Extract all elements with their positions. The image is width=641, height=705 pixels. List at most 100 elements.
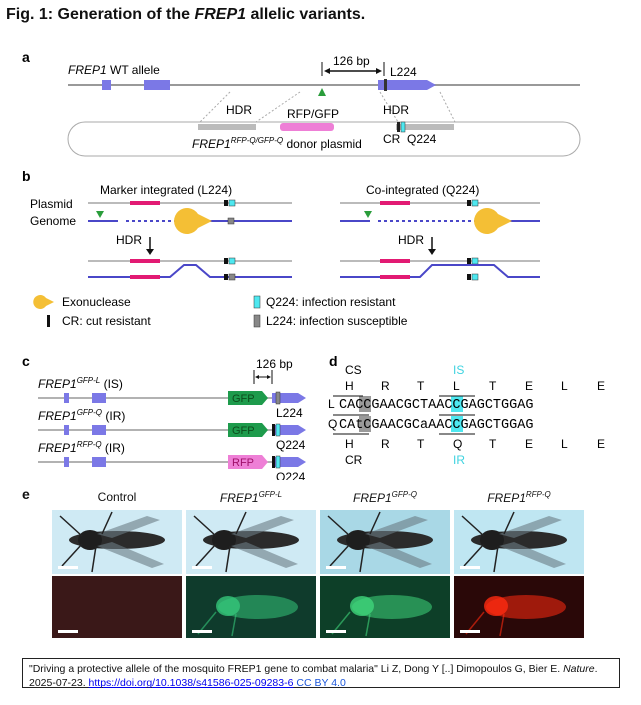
amino-acid: E <box>597 437 605 451</box>
left-title: Marker integrated (L224) <box>100 183 232 197</box>
c-row: FREP1RFP-Q (IR) RFP Q224 <box>38 440 306 480</box>
cr-label: CR <box>383 132 401 146</box>
mosquito-fluorescence-photo <box>454 576 584 638</box>
distance-126bp: 126 bp <box>333 54 370 68</box>
e-column-label: Control <box>97 490 137 504</box>
allele-label: Q224 <box>276 438 306 452</box>
legend-exonuclease: Exonuclease <box>62 295 131 309</box>
amino-acid: R <box>381 379 390 393</box>
exon-3 <box>378 80 436 90</box>
genome-row-label: Genome <box>30 214 76 228</box>
seq-l: CACCGAACGCTAACCGAGCTGGAG <box>339 398 533 413</box>
amino-acid: L <box>561 437 568 451</box>
is-label: IS <box>453 363 464 377</box>
panel-e: e Control FREP1GFP-L FREP1GFP-Q FREP1RFP-Q <box>0 484 641 644</box>
right-title: Co-integrated (Q224) <box>366 183 479 197</box>
marker-cassette <box>228 423 268 437</box>
cs-label: CS <box>345 363 362 377</box>
cr-icon <box>47 315 50 327</box>
exon <box>64 425 69 435</box>
mosquito-brightfield-photo <box>454 510 584 574</box>
doi-link[interactable]: https://doi.org/10.1038/s41586-025-09283… <box>88 677 294 689</box>
exon-3 <box>272 425 306 435</box>
exon-3 <box>272 457 306 467</box>
panel-a-letter: a <box>22 49 30 65</box>
amino-acid: L <box>453 379 460 393</box>
seq-q: CAtCGAACGCaAACCGAGCTGGAG <box>339 418 533 433</box>
cr-highlight <box>359 416 371 432</box>
amino-acid: E <box>525 379 533 393</box>
panel-b: b Marker integrated (L224) Co-integrated… <box>22 168 540 328</box>
c-row-label: FREP1RFP-Q (IR) <box>38 440 125 455</box>
exon <box>64 457 69 467</box>
allele-label: Q224 <box>276 470 306 480</box>
e-column-label: FREP1GFP-L <box>219 490 283 505</box>
q224-label: Q224 <box>407 132 437 146</box>
cr-seq-label: CR <box>345 453 363 467</box>
plasmid-label: FREP1RFP-Q/GFP-Q donor plasmid <box>192 136 362 151</box>
legend-cr: CR: cut resistant <box>62 314 151 328</box>
marker-cassette <box>280 123 334 131</box>
mosquito-brightfield-photo <box>320 510 450 574</box>
marker-cassette <box>228 391 268 405</box>
amino-acid: T <box>417 379 425 393</box>
cs-highlight <box>359 396 371 412</box>
ir-highlight <box>451 416 463 432</box>
donor-plasmid <box>67 121 581 157</box>
l224-label: L224 <box>390 65 417 79</box>
legend-q224: Q224: infection resistant <box>266 295 396 309</box>
amino-acid: T <box>489 437 497 451</box>
citation-caption: "Driving a protective allele of the mosq… <box>22 658 620 689</box>
mosquito-brightfield-photo <box>52 510 182 574</box>
hdr-right-arm <box>396 124 454 130</box>
exon-1 <box>102 80 111 90</box>
exon-2 <box>144 80 170 90</box>
marker-label: GFP <box>232 393 255 405</box>
e-column-label: FREP1GFP-Q <box>352 490 418 505</box>
amino-acid: H <box>345 379 354 393</box>
hdr-left-label: HDR <box>226 103 252 117</box>
ir-label: IR <box>453 453 465 467</box>
wt-allele-label: FREP1 WT allele <box>68 63 160 77</box>
c-row-label: FREP1GFP-L (IS) <box>38 376 123 391</box>
panel-d-letter: d <box>329 353 338 369</box>
exon-3 <box>272 393 306 403</box>
is-highlight <box>451 396 463 412</box>
e-column: FREP1RFP-Q <box>452 484 586 644</box>
amino-acid: T <box>489 379 497 393</box>
seq-l-label: L <box>328 397 335 411</box>
exon <box>92 425 106 435</box>
hdr-right-label: HDR <box>383 103 409 117</box>
c-distance: 126 bp <box>256 357 293 371</box>
panel-c: c 126 bp FREP1GFP-L (IS) GFP L224FREP1GFP-… <box>22 353 306 480</box>
exonuclease-left <box>174 208 212 234</box>
marker-cassette <box>228 455 268 469</box>
exon <box>64 393 69 403</box>
seq-q-label: Q <box>328 417 337 431</box>
l224-mark <box>384 79 387 91</box>
amino-acid: E <box>525 437 533 451</box>
marker-label: RFP <box>232 457 254 469</box>
license-link[interactable]: CC BY 4.0 <box>296 677 346 689</box>
amino-acid: E <box>597 379 605 393</box>
amino-acid: Q <box>453 437 462 451</box>
hdr-right: HDR <box>398 233 424 247</box>
mosquito-brightfield-photo <box>186 510 316 574</box>
mosquito-fluorescence-photo <box>320 576 450 638</box>
cut-site-arrow <box>318 88 326 96</box>
exon <box>92 457 106 467</box>
e-column-label: FREP1RFP-Q <box>487 490 551 505</box>
hdr-left: HDR <box>116 233 142 247</box>
amino-acid: H <box>345 437 354 451</box>
panel-c-letter: c <box>22 353 30 369</box>
amino-acid: L <box>561 379 568 393</box>
l224-icon <box>253 314 261 328</box>
exonuclease-right <box>474 208 512 234</box>
allele-label: L224 <box>276 406 303 420</box>
mosquito-fluorescence-photo <box>186 576 316 638</box>
exonuclease-icon <box>33 295 54 309</box>
panel-b-letter: b <box>22 168 31 184</box>
panel-e-letter: e <box>22 486 30 502</box>
amino-acid: R <box>381 437 390 451</box>
